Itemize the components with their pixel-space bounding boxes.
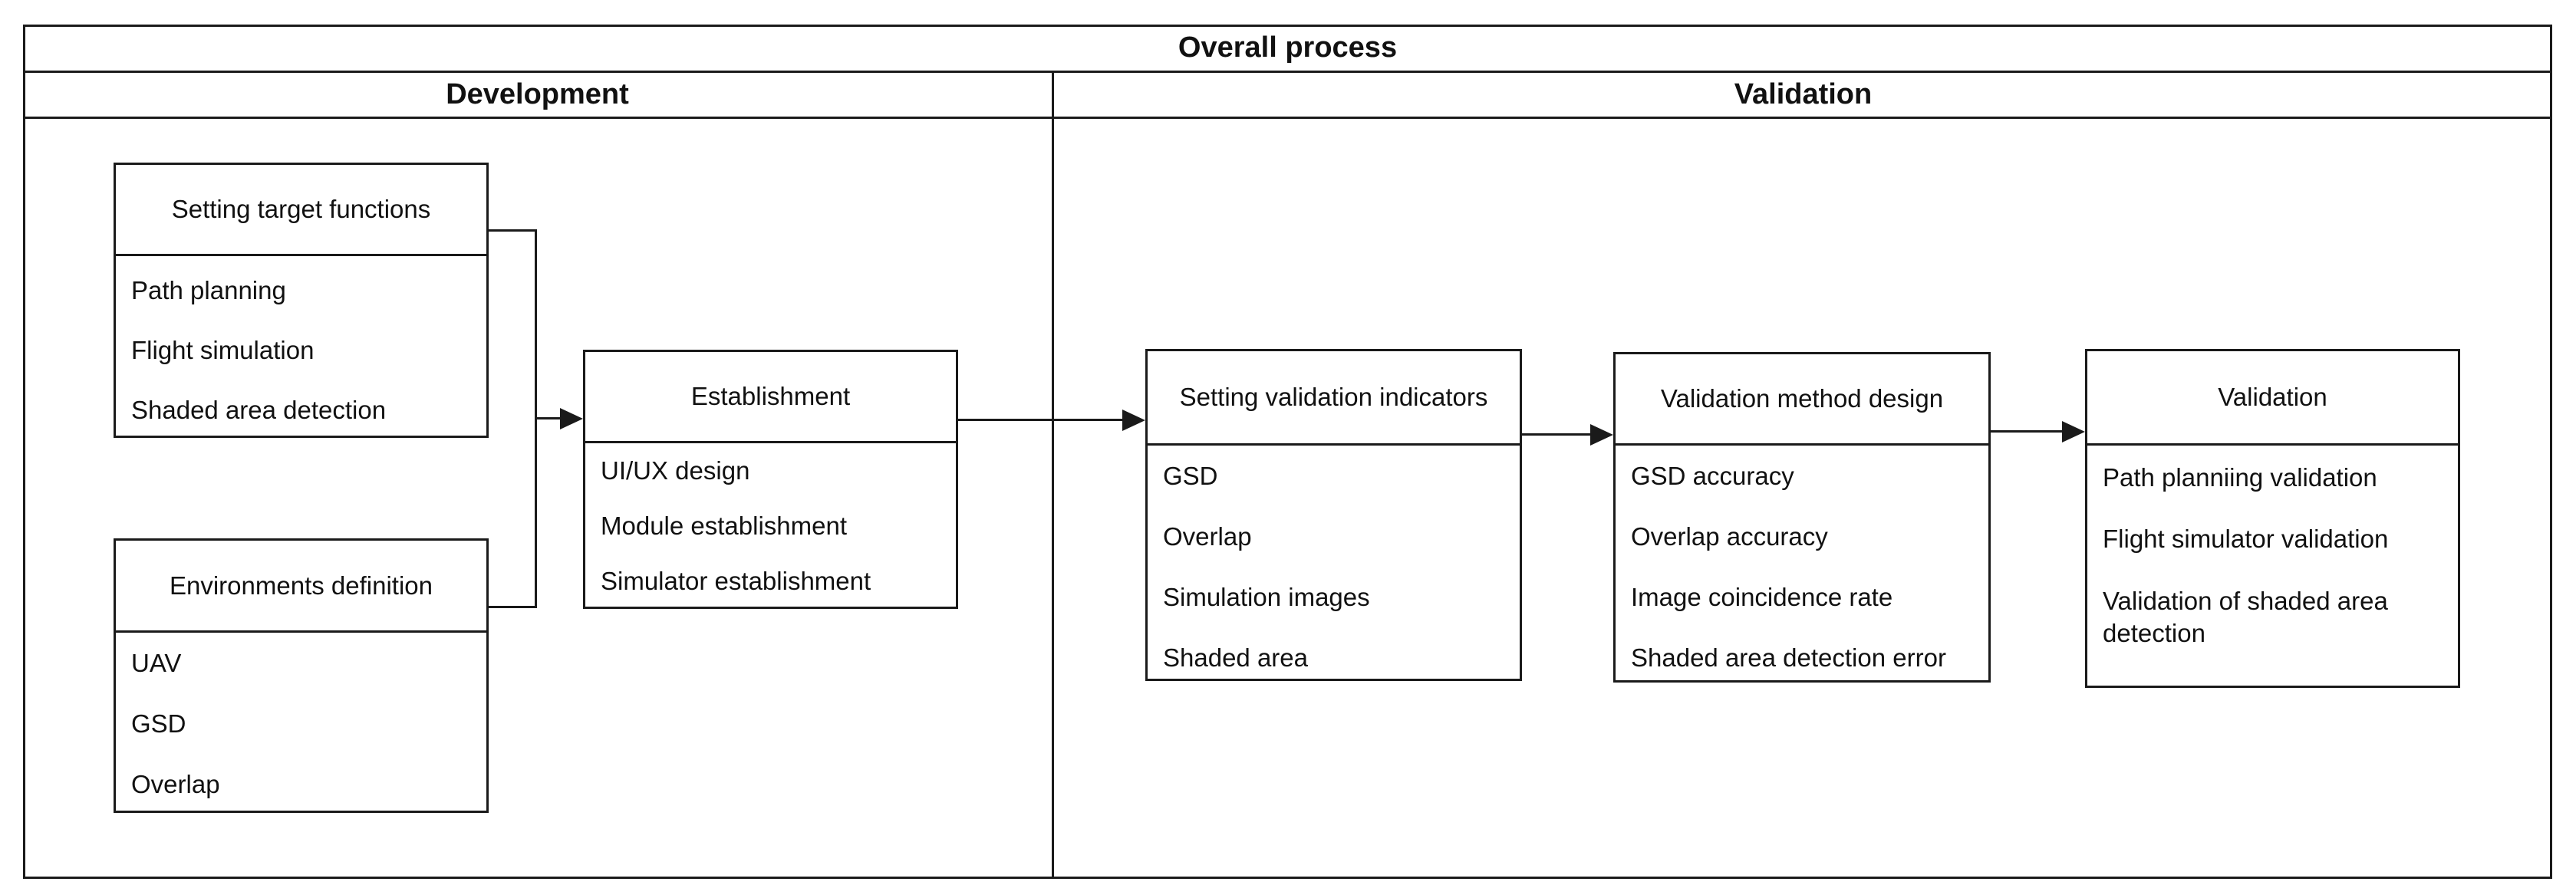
arrowhead-icon xyxy=(2062,421,2085,442)
box-item: Path planning xyxy=(131,276,286,304)
box-title: Setting validation indicators xyxy=(1148,351,1520,446)
box-item: UAV xyxy=(131,648,182,677)
box-validation: Validation Path planniing validation Fli… xyxy=(2085,349,2460,688)
arrowhead-icon xyxy=(560,408,583,429)
connector-target-functions-stub xyxy=(487,229,537,232)
box-item: Simulator establishment xyxy=(601,567,871,595)
box-item: Module establishment xyxy=(601,512,848,540)
box-item: Overlap xyxy=(1163,521,1252,551)
connector-into-establishment xyxy=(535,417,562,419)
box-body: GSD Overlap Simulation images Shaded are… xyxy=(1148,446,1520,679)
box-body: UI/UX design Module establishment Simula… xyxy=(585,443,956,607)
box-item: Validation of shaded area detection xyxy=(2103,587,2388,647)
box-title: Validation xyxy=(2087,351,2458,446)
arrowhead-icon xyxy=(1590,424,1613,446)
connector-method-to-validation xyxy=(1991,430,2064,433)
box-item: GSD xyxy=(1163,461,1218,490)
box-item: Flight simulator validation xyxy=(2103,525,2389,553)
box-validation-method-design: Validation method design GSD accuracy Ov… xyxy=(1613,352,1991,683)
box-title: Establishment xyxy=(585,352,956,443)
box-item: Overlap xyxy=(131,769,220,798)
box-environments-definition: Environments definition UAV GSD Overlap xyxy=(114,538,489,813)
section-header-validation: Validation xyxy=(1734,78,1873,110)
box-item: Image coincidence rate xyxy=(1631,582,1893,611)
box-item: GSD xyxy=(131,709,186,738)
section-header-development: Development xyxy=(446,78,629,110)
box-setting-validation-indicators: Setting validation indicators GSD Overla… xyxy=(1145,349,1522,681)
box-setting-target-functions: Setting target functions Path planning F… xyxy=(114,163,489,438)
box-item: Overlap accuracy xyxy=(1631,521,1828,551)
box-body: Path planniing validation Flight simulat… xyxy=(2087,446,2458,650)
box-body: Path planning Flight simulation Shaded a… xyxy=(116,256,486,436)
grid-line-under-headers xyxy=(23,117,2552,119)
connector-establishment-to-indicators xyxy=(958,419,1125,421)
box-item: Flight simulation xyxy=(131,336,315,364)
box-item: UI/UX design xyxy=(601,456,750,485)
box-item: Shaded area detection error xyxy=(1631,643,1946,672)
box-establishment: Establishment UI/UX design Module establ… xyxy=(583,350,958,609)
box-item: Shaded area detection xyxy=(131,396,387,424)
box-title: Validation method design xyxy=(1616,354,1988,446)
diagram-title: Overall process xyxy=(1178,31,1398,64)
box-body: GSD accuracy Overlap accuracy Image coin… xyxy=(1616,446,1988,680)
box-item: GSD accuracy xyxy=(1631,461,1794,490)
box-title: Setting target functions xyxy=(116,165,486,256)
box-title: Environments definition xyxy=(116,541,486,633)
arrowhead-icon xyxy=(1122,410,1145,431)
connector-indicators-to-method xyxy=(1522,433,1593,436)
outer-frame xyxy=(23,25,2552,879)
box-item: Path planniing validation xyxy=(2103,463,2377,492)
box-item: Shaded area xyxy=(1163,643,1308,672)
grid-line-under-title xyxy=(23,71,2552,73)
box-item: Simulation images xyxy=(1163,582,1370,611)
grid-line-section-divider xyxy=(1052,71,1054,879)
box-body: UAV GSD Overlap xyxy=(116,633,486,811)
connector-environments-stub xyxy=(487,606,537,608)
